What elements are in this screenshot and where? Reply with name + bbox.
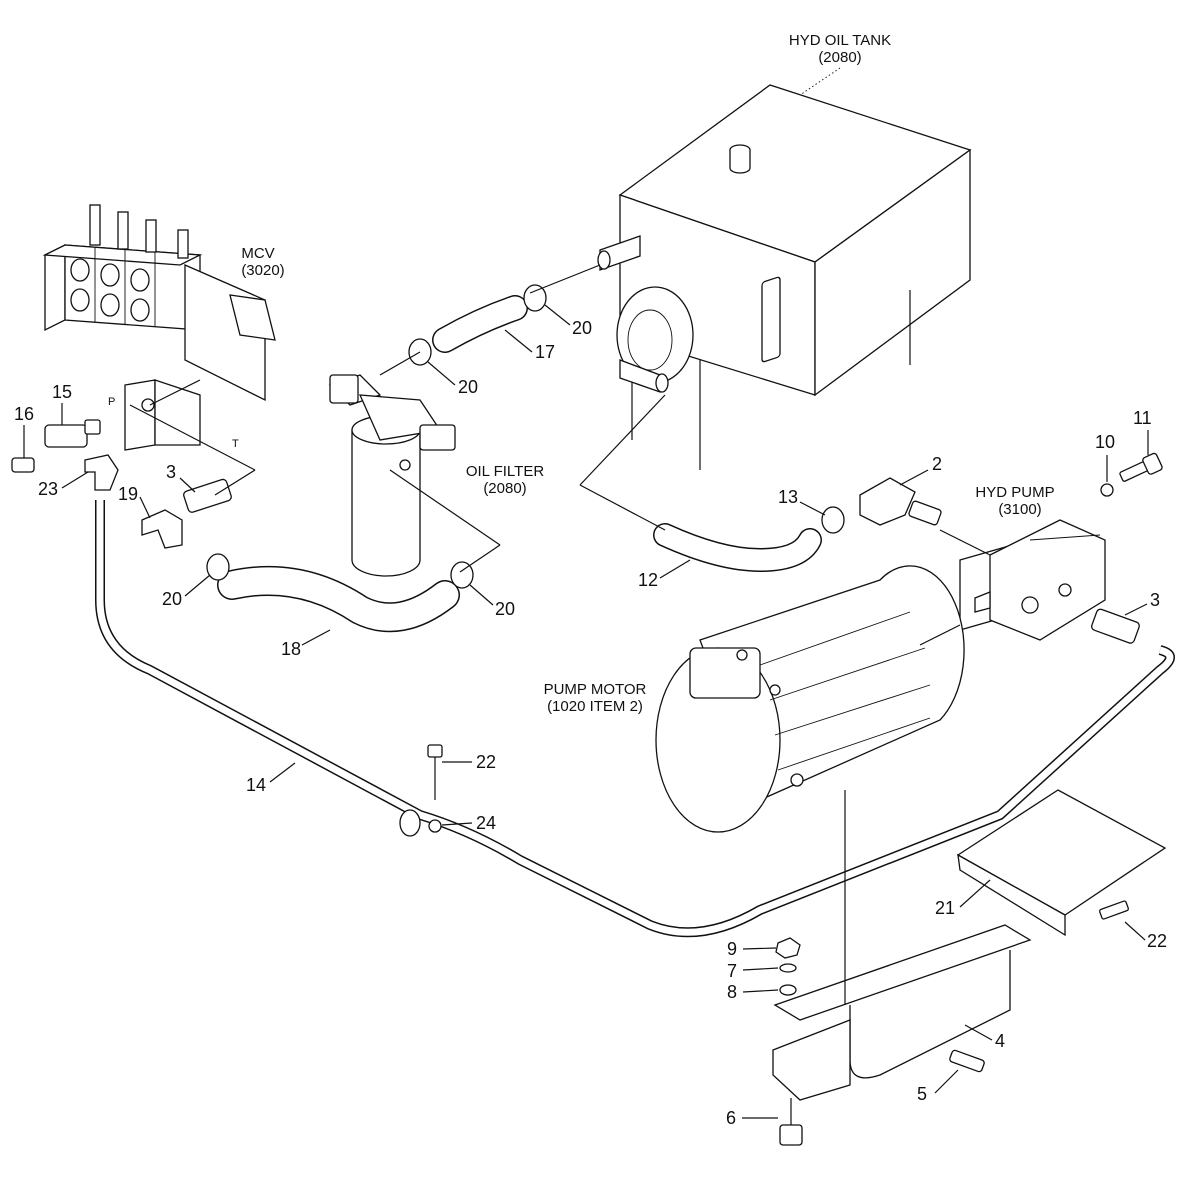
callout-20-b: 20 <box>458 377 478 397</box>
filter-label: OIL FILTER <box>466 463 545 480</box>
callout-17: 17 <box>535 342 555 362</box>
oil-filter: OIL FILTER (2080) <box>328 374 545 577</box>
callout-8: 8 <box>727 982 737 1002</box>
pump-label: HYD PUMP <box>975 484 1054 501</box>
callout-22-right: 22 <box>1147 931 1167 951</box>
fittings <box>11 284 1163 1146</box>
callout-2: 2 <box>932 454 942 474</box>
mcv-ref: (3020) <box>241 262 284 279</box>
leader-lines <box>129 264 991 1005</box>
callout-24: 24 <box>476 813 496 833</box>
callout-22-left: 22 <box>476 752 496 772</box>
callout-5: 5 <box>917 1084 927 1104</box>
hyd-pump: HYD PUMP (3100) <box>959 484 1106 641</box>
callout-14: 14 <box>246 775 266 795</box>
motor-ref: (1020 ITEM 2) <box>547 698 643 715</box>
callout-7: 7 <box>727 961 737 981</box>
callout-10: 10 <box>1095 432 1115 452</box>
callout-16: 16 <box>14 404 34 424</box>
callout-21: 21 <box>935 898 955 918</box>
tank-ref: (2080) <box>818 49 861 66</box>
callout-15: 15 <box>52 382 72 402</box>
callout-3-right: 3 <box>1150 590 1160 610</box>
port-p-label: P <box>108 396 115 408</box>
callout-11: 11 <box>1133 408 1152 428</box>
callout-20-c: 20 <box>162 589 182 609</box>
motor-label: PUMP MOTOR <box>544 681 647 698</box>
tank-label: HYD OIL TANK <box>789 32 891 49</box>
mcv-valve: MCV (3020) P T <box>42 204 285 451</box>
mcv-label: MCV <box>241 245 274 262</box>
callout-23: 23 <box>38 479 58 499</box>
pump-ref: (3100) <box>998 501 1041 518</box>
callout-20-d: 20 <box>495 599 515 619</box>
callout-12: 12 <box>638 570 658 590</box>
pump-motor: PUMP MOTOR (1020 ITEM 2) <box>544 565 965 833</box>
callout-20-a: 20 <box>572 318 592 338</box>
callout-numbers: 2 3 3 4 5 6 7 8 9 10 11 12 13 14 15 16 1… <box>14 304 1167 1128</box>
callout-6: 6 <box>726 1108 736 1128</box>
callout-3-left: 3 <box>166 462 176 482</box>
callout-19: 19 <box>118 484 138 504</box>
mount-bracket-4 <box>772 924 1032 1101</box>
callout-9: 9 <box>727 939 737 959</box>
filter-ref: (2080) <box>483 480 526 497</box>
callout-13: 13 <box>778 487 798 507</box>
cover-plate-21 <box>956 789 1167 937</box>
callout-4: 4 <box>995 1031 1005 1051</box>
callout-18: 18 <box>281 639 301 659</box>
hyd-oil-tank: HYD OIL TANK (2080) <box>597 32 972 470</box>
port-t-label: T <box>232 438 239 450</box>
